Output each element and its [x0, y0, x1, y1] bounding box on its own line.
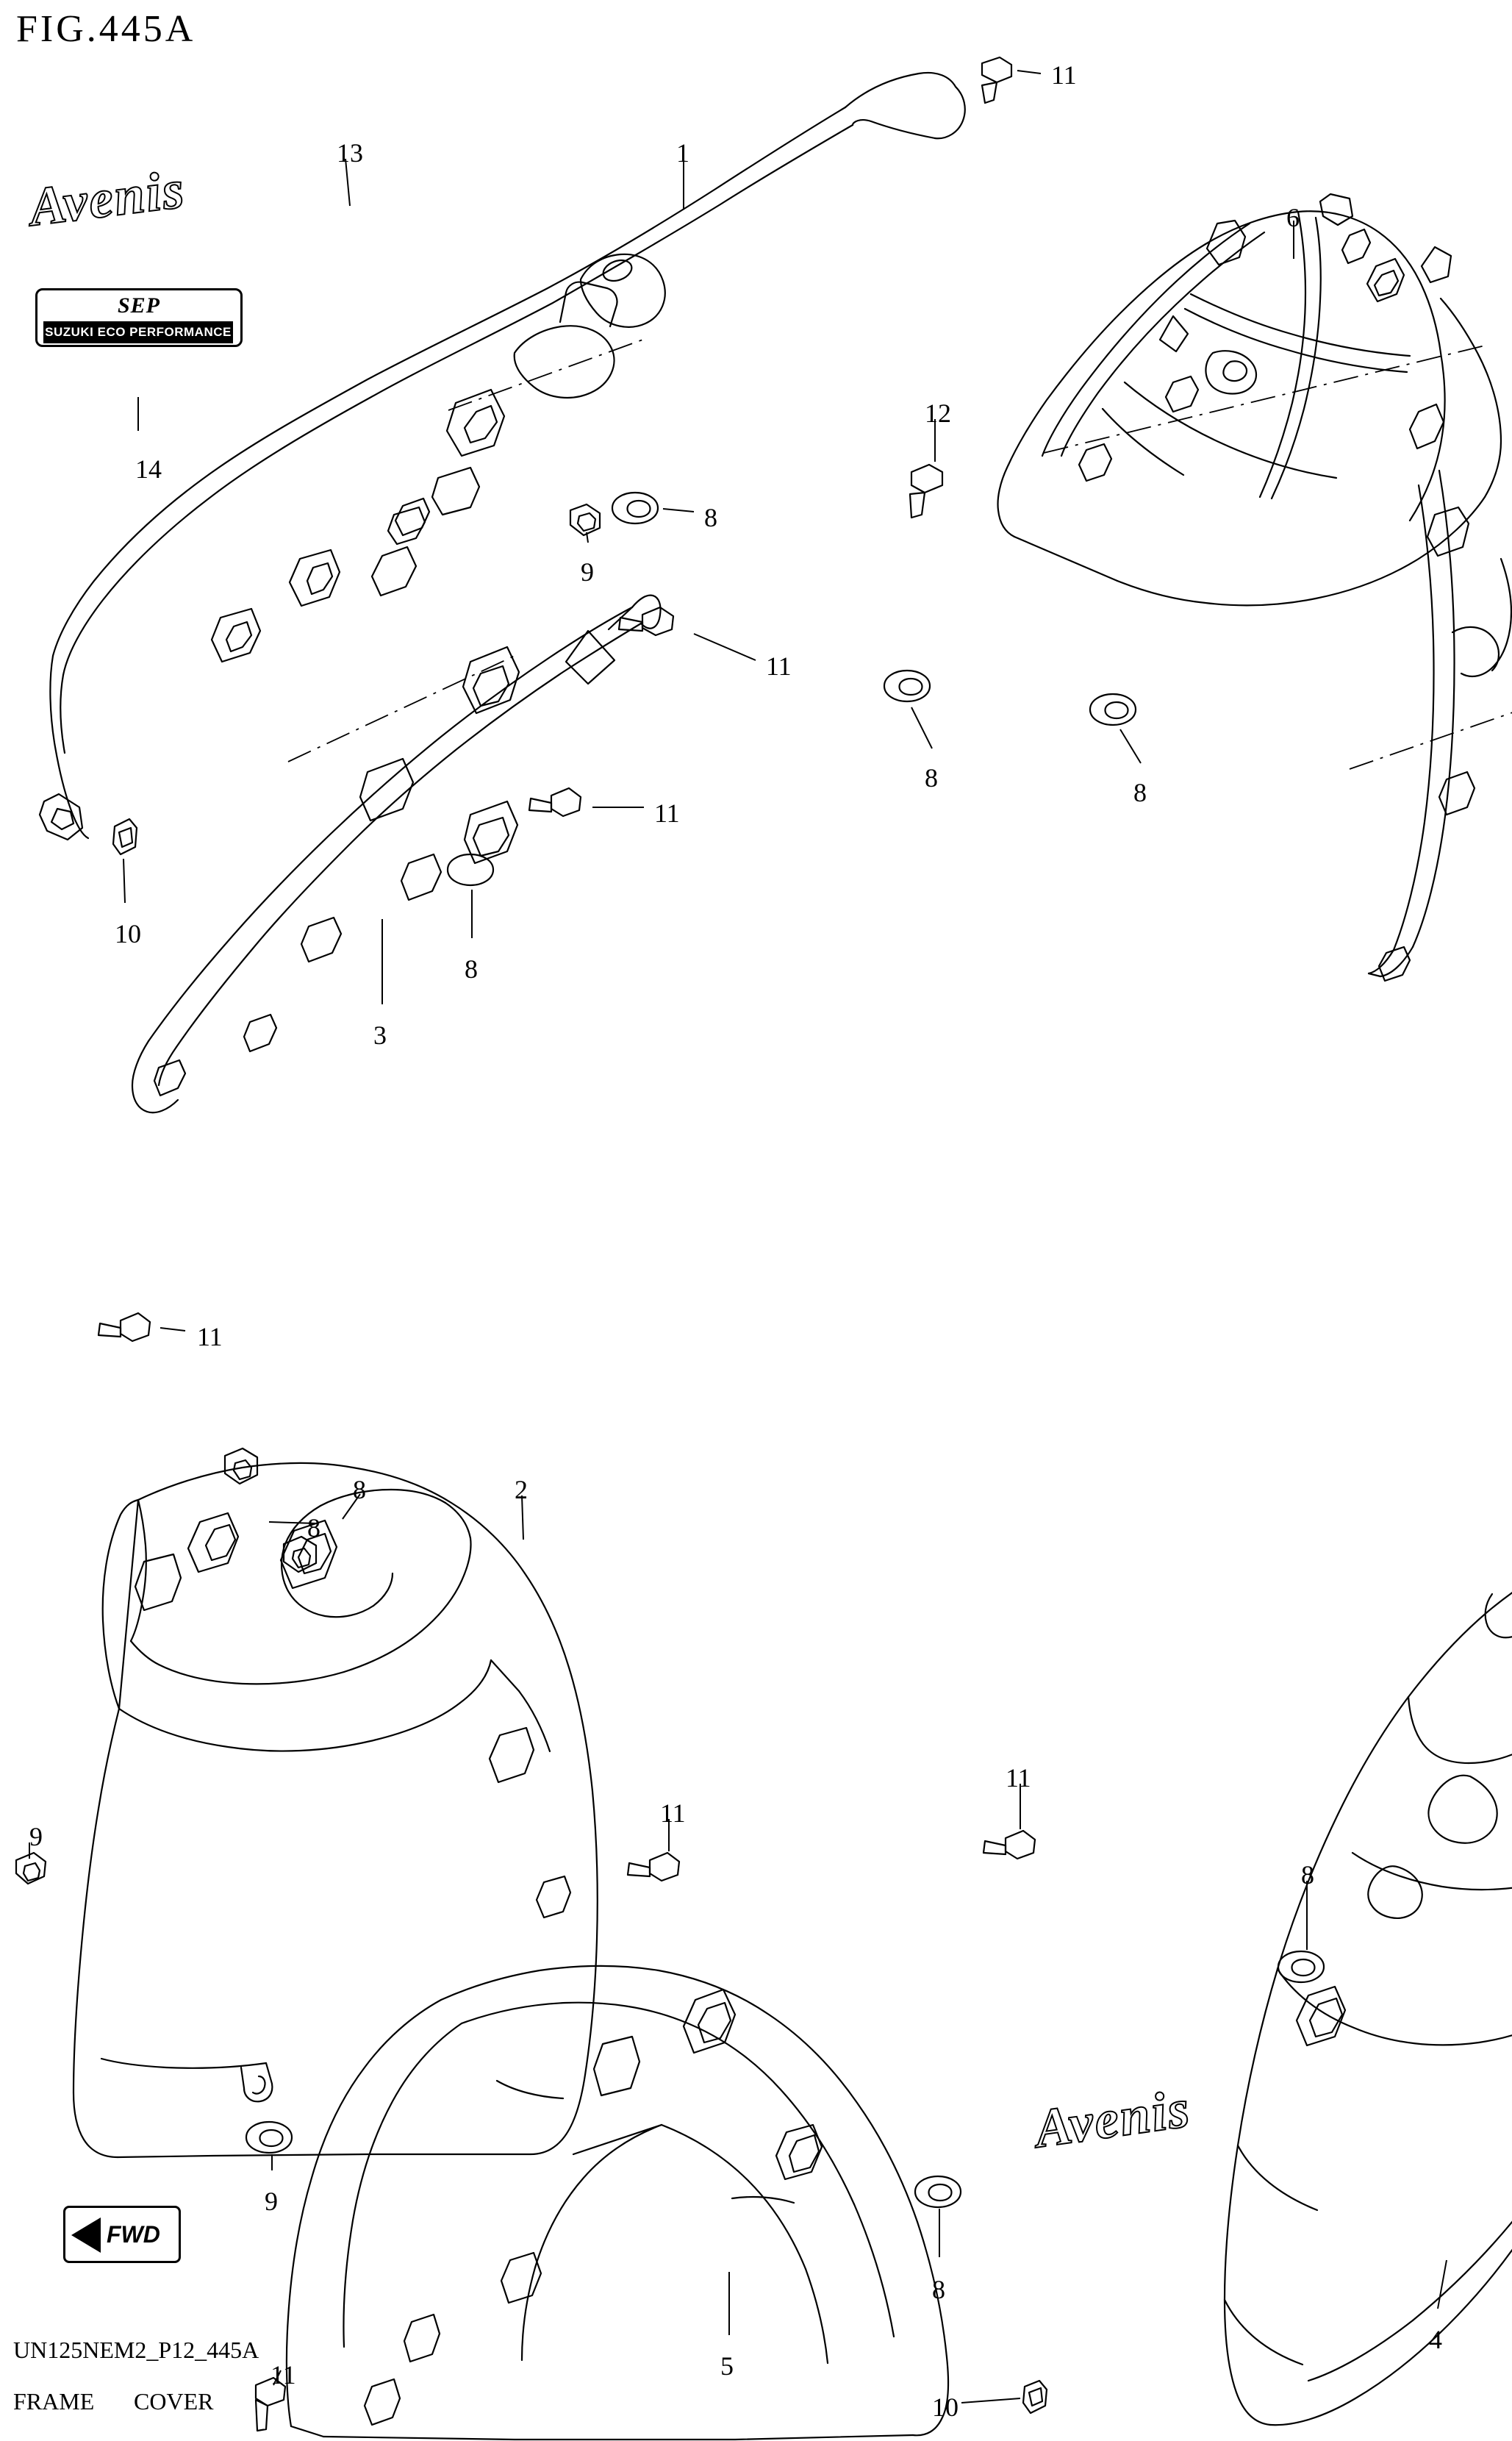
footer-title-cover: COVER: [134, 2388, 214, 2415]
avenis-logo-bottom: Avenis: [1031, 2078, 1194, 2161]
callout-10: 10: [932, 2392, 959, 2422]
callout-8: 8: [307, 1513, 320, 1543]
callout-10: 10: [115, 919, 141, 948]
callout-8: 8: [1133, 778, 1147, 807]
callout-9: 9: [581, 557, 594, 587]
callout-11: 11: [1051, 60, 1077, 90]
fwd-direction-marker: FWD: [63, 2206, 181, 2263]
footer-part-code: UN125NEM2_P12_445A: [13, 2337, 259, 2363]
callout-1: 1: [676, 138, 689, 168]
callout-8: 8: [925, 763, 938, 793]
callout-2: 2: [515, 1475, 528, 1504]
page-title: FIG.445A: [16, 8, 196, 50]
callout-11: 11: [660, 1798, 686, 1828]
sep-emblem-subtitle: SUZUKI ECO PERFORMANCE: [43, 321, 233, 343]
callout-11: 11: [197, 1322, 223, 1351]
callout-11: 11: [654, 798, 680, 828]
callout-9: 9: [29, 1822, 43, 1851]
callout-12: 12: [925, 399, 951, 428]
fwd-label: FWD: [107, 2221, 160, 2248]
callout-8: 8: [353, 1475, 366, 1504]
callout-8: 8: [1301, 1860, 1314, 1890]
callout-11: 11: [766, 651, 792, 681]
callout-14: 14: [135, 454, 162, 484]
callout-8: 8: [704, 503, 717, 532]
avenis-logo-top: Avenis: [26, 158, 189, 238]
callout-6: 6: [1286, 203, 1300, 232]
callout-11: 11: [1006, 1763, 1031, 1793]
sep-emblem-title: SEP: [117, 293, 161, 318]
fwd-arrow-icon: [71, 2217, 101, 2253]
callout-9: 9: [265, 2187, 278, 2216]
callout-8: 8: [465, 954, 478, 984]
footer-title-frame: FRAME: [13, 2388, 95, 2415]
sep-emblem: SEP SUZUKI ECO PERFORMANCE: [35, 288, 243, 347]
callout-3: 3: [373, 1021, 387, 1050]
callout-5: 5: [720, 2351, 734, 2381]
callout-8: 8: [932, 2275, 945, 2304]
callout-4: 4: [1429, 2325, 1442, 2354]
callout-13: 13: [337, 138, 363, 168]
callout-11: 11: [270, 2360, 296, 2390]
